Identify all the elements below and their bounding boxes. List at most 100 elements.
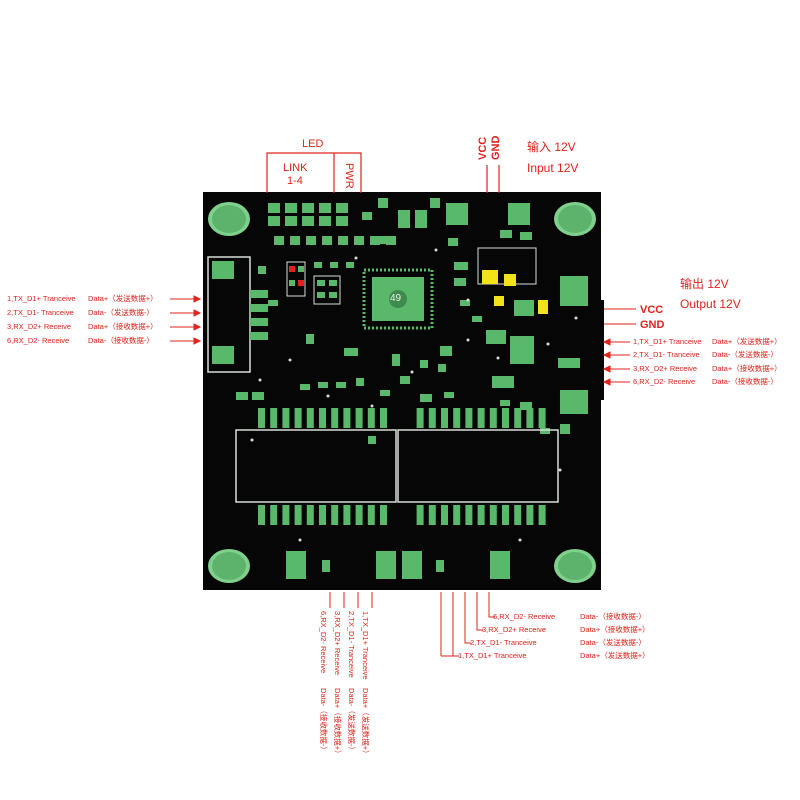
leader-lines bbox=[266, 152, 500, 193]
bottom-right-pin-wire bbox=[464, 592, 471, 644]
bottom-connector-pads bbox=[286, 551, 510, 579]
smd-components bbox=[236, 212, 570, 444]
right-edge-tab bbox=[600, 300, 604, 400]
transformer-pin bbox=[502, 408, 509, 428]
bottom-pin-data: Data-（发送数据-） bbox=[347, 688, 356, 754]
transformer-pin bbox=[441, 408, 448, 428]
smd-part bbox=[444, 392, 454, 398]
smd-part bbox=[420, 360, 428, 368]
transformer-pin bbox=[538, 505, 546, 525]
bottom-pin-name: 3,RX_D2+ Receive bbox=[333, 611, 342, 675]
silk-dot bbox=[250, 438, 254, 442]
silk-dot bbox=[574, 316, 578, 320]
smd-part bbox=[336, 382, 346, 388]
left-port-connector bbox=[207, 256, 268, 373]
left-pin-arrowhead bbox=[193, 337, 202, 345]
left-pin-arrowhead bbox=[193, 309, 202, 317]
chip-marking: 49 bbox=[390, 293, 402, 304]
bottom-right-pin-data: Data-（发送数据-） bbox=[580, 638, 646, 647]
input-label-cn: 输入 12V bbox=[527, 140, 576, 154]
smd-part bbox=[520, 402, 532, 410]
mounting-holes bbox=[208, 202, 596, 583]
pwr-label: PWR bbox=[343, 163, 355, 189]
bottom-right-pin-name: 6,RX_D2- Receive bbox=[493, 612, 556, 621]
led-title: LED bbox=[302, 138, 324, 150]
left-pin-arrowhead bbox=[193, 323, 202, 331]
transformer-right bbox=[397, 429, 559, 503]
transformer-pin bbox=[514, 408, 522, 428]
silk-dot bbox=[434, 248, 438, 252]
main-chip bbox=[362, 268, 434, 330]
smd-part bbox=[356, 378, 364, 386]
transformer-left bbox=[235, 429, 397, 503]
transformer-pin bbox=[282, 408, 290, 428]
transformer-pin bbox=[416, 408, 424, 428]
bottom-pin-data: Data+（发送数据+） bbox=[361, 688, 370, 758]
smd-part bbox=[380, 390, 390, 396]
smd-part bbox=[362, 212, 372, 220]
smd-part bbox=[520, 232, 532, 240]
transformer-pin bbox=[489, 408, 497, 428]
bottom-pin-name: 6,RX_D2- Receive bbox=[319, 611, 328, 674]
silk-dot bbox=[496, 356, 500, 360]
smd-part bbox=[438, 364, 446, 372]
transformer-pin bbox=[270, 408, 278, 428]
bottom-right-pin-data: Data+（接收数据+） bbox=[580, 625, 650, 634]
bottom-right-pin-name: 3,RX_D2+ Receive bbox=[482, 625, 546, 634]
transformer-pin bbox=[477, 408, 485, 428]
transformer-pin bbox=[465, 408, 473, 428]
transformer-pin bbox=[428, 505, 436, 525]
bottom-pin-data: Data+（接收数据+） bbox=[333, 688, 342, 758]
transformer-pin bbox=[502, 505, 509, 525]
smd-part bbox=[236, 392, 248, 400]
pcb-board bbox=[203, 192, 601, 590]
link-label: LINK bbox=[283, 162, 308, 174]
input-power-pads bbox=[378, 198, 530, 228]
left-pin-name: 2,TX_D1- Tranceive bbox=[7, 308, 74, 317]
transformer-pin bbox=[319, 505, 326, 525]
transformer-pin bbox=[526, 408, 534, 428]
transformer-pin bbox=[258, 408, 265, 428]
transformer-pin bbox=[355, 505, 363, 525]
transformer-pin bbox=[367, 505, 375, 525]
silk-dot bbox=[258, 378, 262, 382]
transformer-pin bbox=[526, 505, 534, 525]
right-pin-data: Data-（接收数据-） bbox=[712, 377, 778, 386]
transformer-pin bbox=[465, 505, 473, 525]
transformer-pin bbox=[258, 505, 265, 525]
transformer-pin bbox=[380, 505, 387, 525]
bottom-right-pin-name: 2,TX_D1- Tranceive bbox=[470, 638, 537, 647]
transformer-pin bbox=[428, 408, 436, 428]
right-pin-arrowhead bbox=[602, 365, 611, 373]
smd-part bbox=[540, 428, 550, 434]
regulator-components bbox=[477, 247, 588, 414]
transformer-pin bbox=[367, 408, 375, 428]
smd-part bbox=[300, 384, 310, 390]
output-label-cn: 输出 12V bbox=[680, 277, 729, 291]
silk-dot bbox=[370, 404, 374, 408]
led-indicators bbox=[286, 261, 341, 305]
transformer-pin bbox=[282, 505, 290, 525]
left-pin-data: Data+（接收数据+） bbox=[88, 322, 158, 331]
right-pin-arrows bbox=[602, 308, 636, 386]
smd-part bbox=[454, 278, 466, 286]
right-pin-name: 1,TX_D1+ Tranceive bbox=[633, 337, 702, 346]
silk-dot bbox=[466, 298, 470, 302]
output-gnd-label: GND bbox=[640, 319, 665, 331]
smd-part bbox=[314, 262, 322, 268]
transformer-pin bbox=[331, 505, 339, 525]
smd-part bbox=[500, 400, 510, 406]
silk-dot bbox=[546, 342, 550, 346]
silk-dot bbox=[326, 394, 330, 398]
silk-dot bbox=[518, 538, 522, 542]
bottom-right-pin-name: 1,TX_D1+ Tranceive bbox=[458, 651, 527, 660]
transformer-pin bbox=[331, 408, 339, 428]
right-pin-name: 3,RX_D2+ Receive bbox=[633, 364, 697, 373]
bottom-right-pin-data: Data+（发送数据+） bbox=[580, 651, 650, 660]
left-pin-name: 6,RX_D2- Receive bbox=[7, 336, 70, 345]
transformer-pin bbox=[306, 408, 314, 428]
silk-dot bbox=[410, 370, 414, 374]
silk-dot bbox=[354, 256, 358, 260]
